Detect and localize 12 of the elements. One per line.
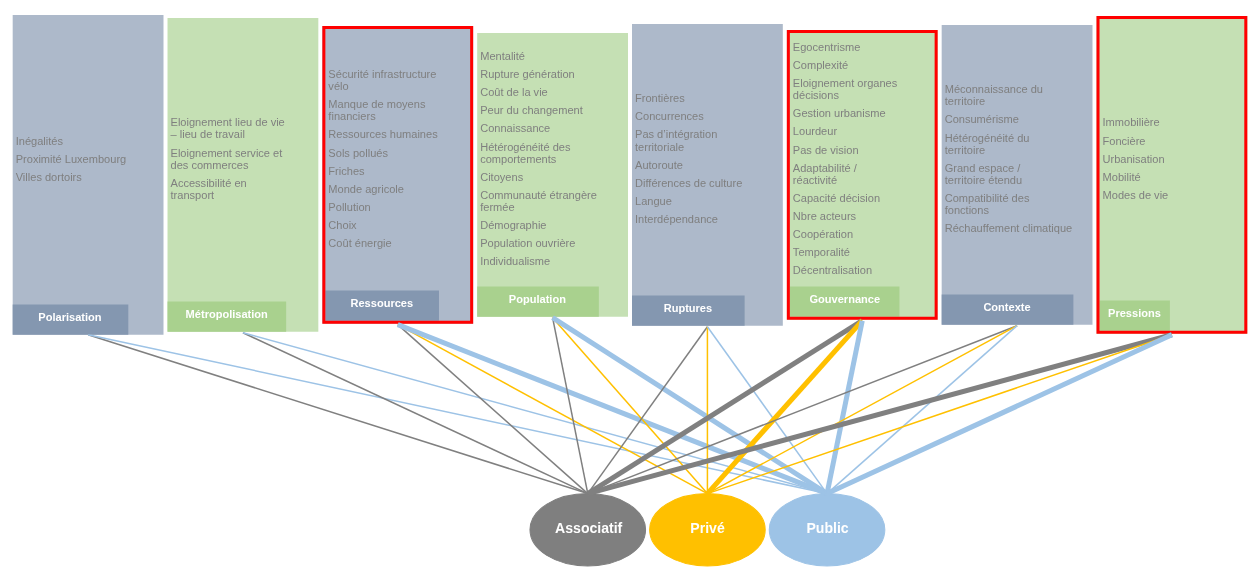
- connector: [824, 319, 865, 494]
- connector: [587, 324, 1018, 494]
- node-ellipse: Privé: [649, 492, 766, 566]
- connector: [706, 325, 828, 494]
- connector: [706, 324, 1018, 494]
- connector: [586, 318, 864, 496]
- node-ellipse: Public: [768, 492, 886, 566]
- node-ellipse: Associatif: [529, 492, 647, 566]
- connector: [705, 318, 865, 495]
- connector: [826, 331, 1173, 496]
- connector: [551, 315, 829, 496]
- connector: [396, 321, 828, 496]
